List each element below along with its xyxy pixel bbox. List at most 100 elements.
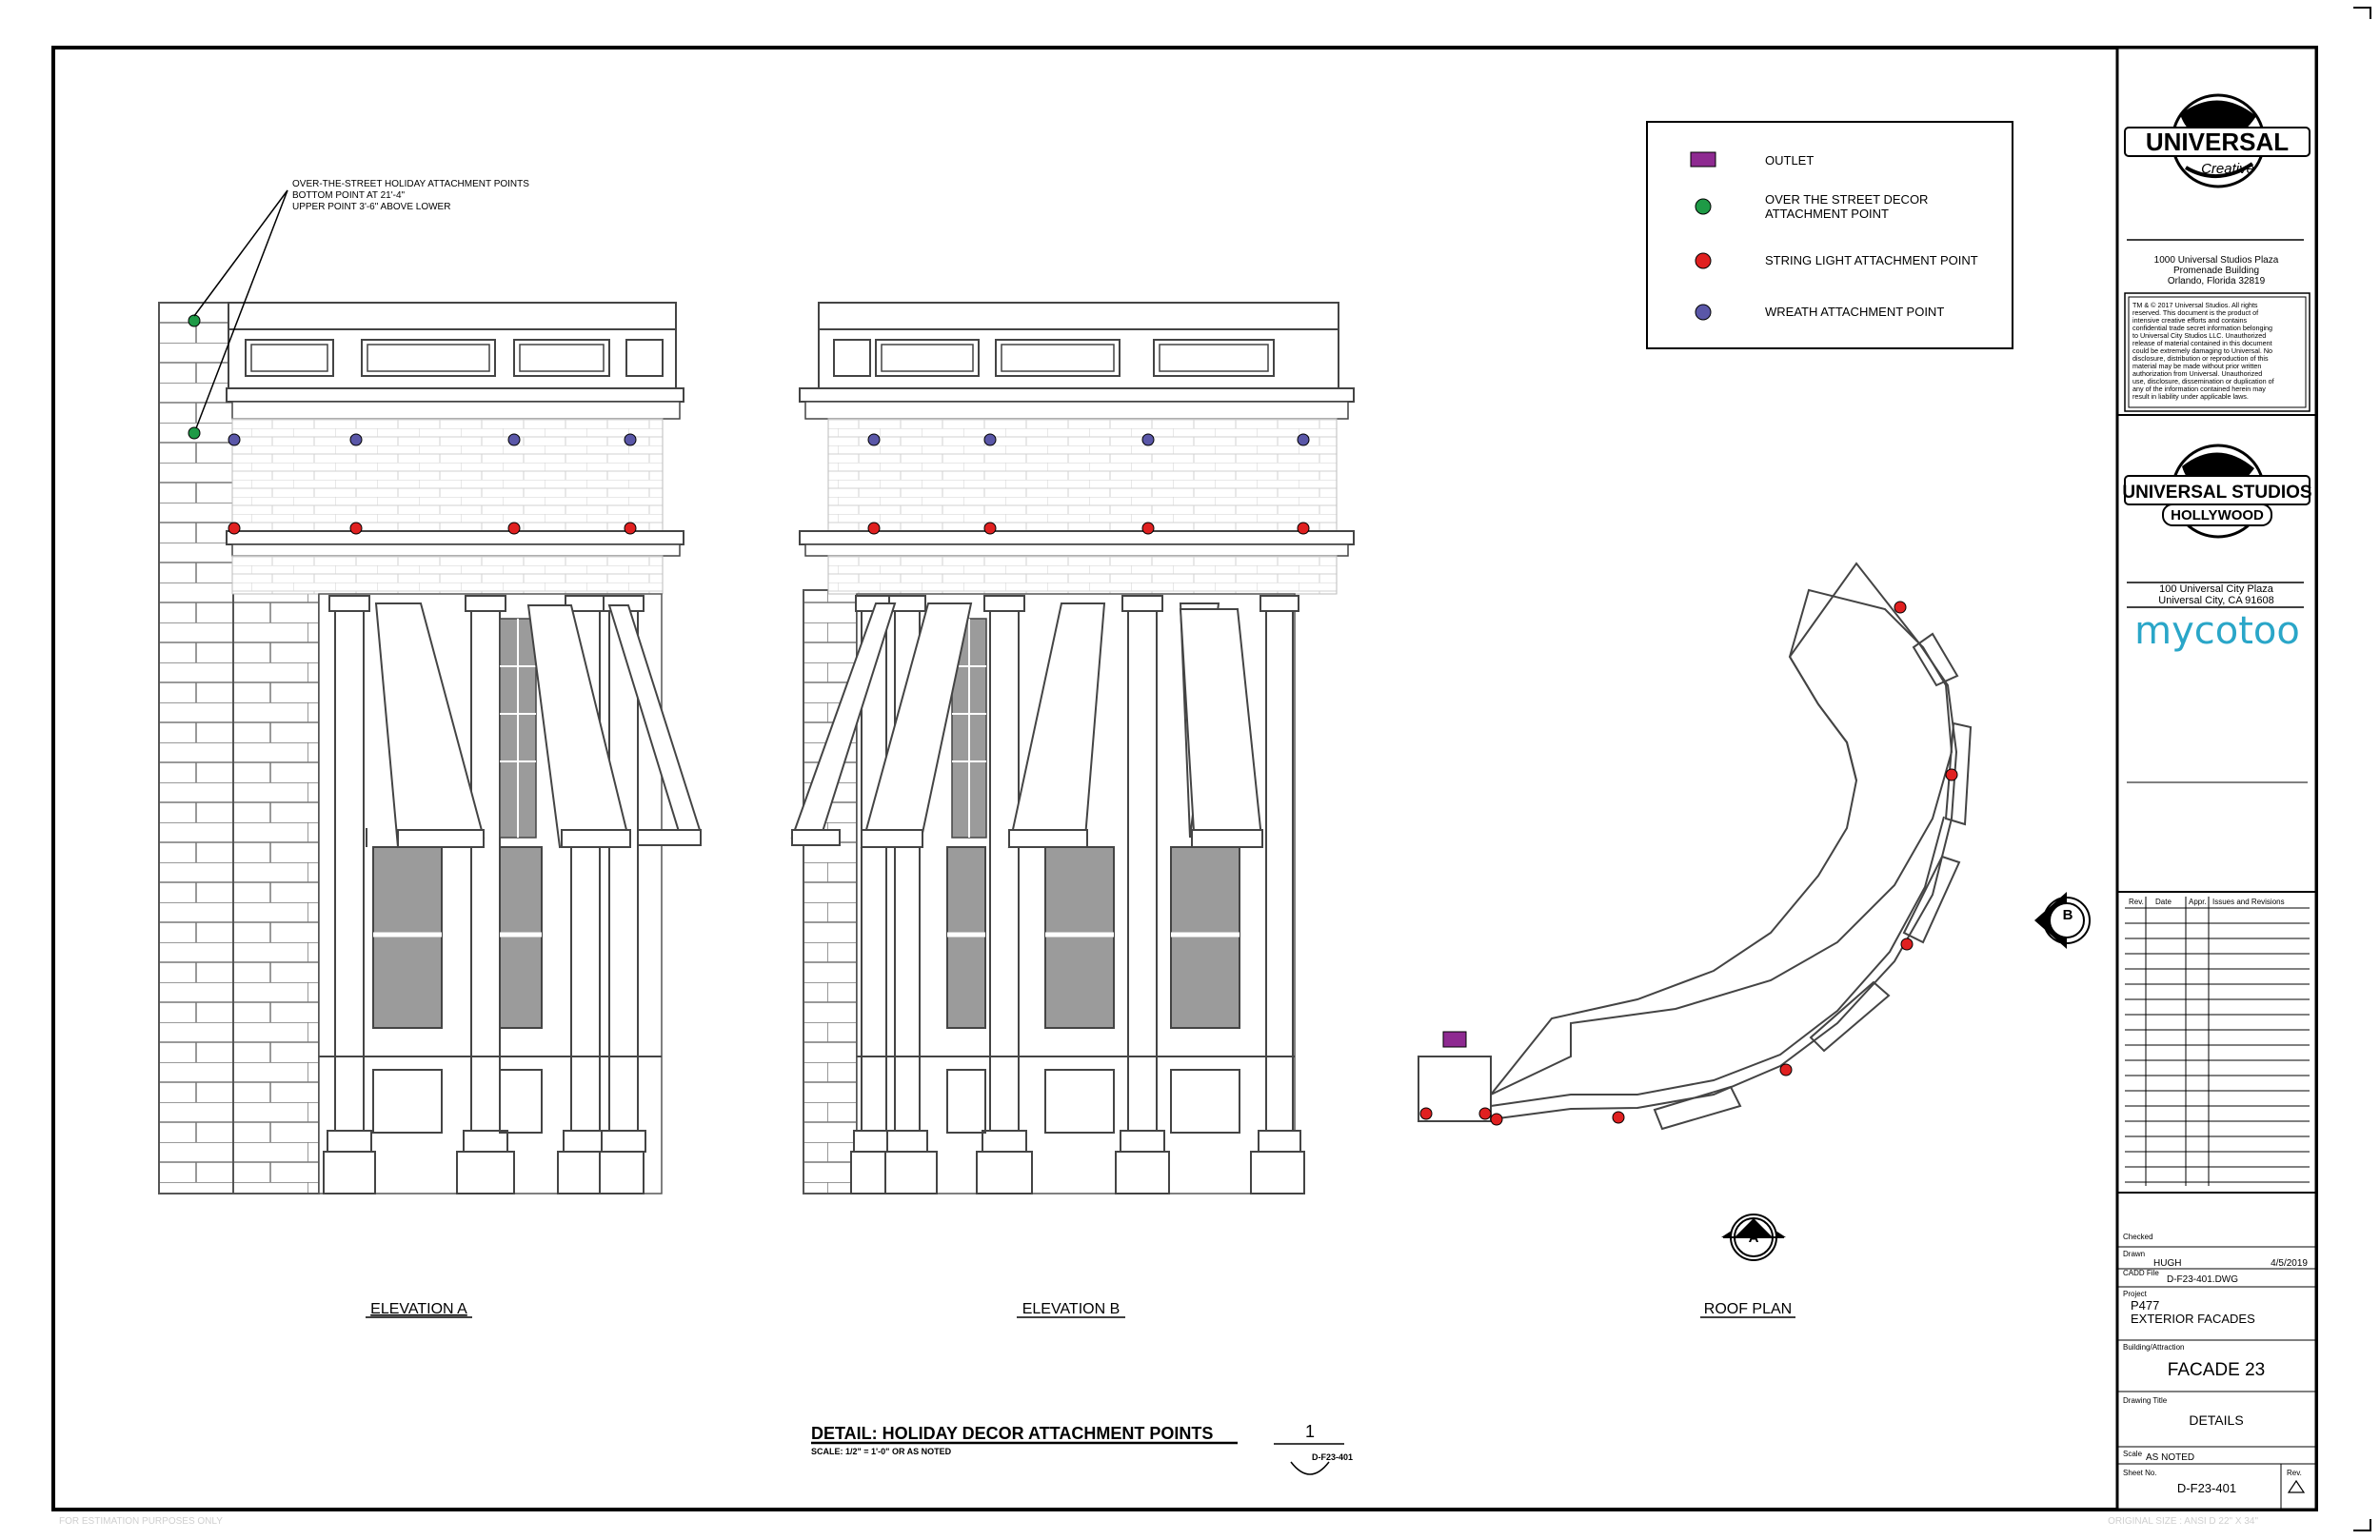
- elevation-b-markers: [867, 433, 1310, 535]
- over-street-point-upper: [188, 314, 201, 327]
- mycotoo-brand: mycotoo: [2134, 609, 2300, 653]
- string-light-point: [867, 522, 881, 535]
- wreath-point: [1297, 433, 1310, 446]
- studios-logo-word-2: HOLLYWOOD: [2171, 507, 2264, 523]
- detail-title: DETAIL: HOLIDAY DECOR ATTACHMENT POINTS: [811, 1424, 1213, 1443]
- roof-plan-drawing: [1418, 562, 1973, 1131]
- checked-label: Checked: [2123, 1233, 2153, 1241]
- crop-mark-top-right: [2353, 7, 2371, 19]
- drawn-label: Drawn: [2123, 1250, 2145, 1258]
- string-light-point: [1297, 522, 1310, 535]
- scale-value: AS NOTED: [2146, 1452, 2194, 1463]
- legend-over-street-swatch: [1695, 198, 1712, 215]
- svg-text:release of material contained: release of material contained in this do…: [2132, 339, 2272, 347]
- project-name: EXTERIOR FACADES: [2131, 1312, 2255, 1326]
- project-code: P477: [2131, 1298, 2159, 1313]
- roof-plan-markers: [1419, 601, 1958, 1126]
- creative-address-3: Orlando, Florida 32819: [2168, 276, 2266, 286]
- title-block: UNIVERSAL Creative 1000 Universal Studio…: [2115, 46, 2318, 1511]
- wreath-point: [867, 433, 881, 446]
- drawing-title: DETAILS: [2189, 1412, 2243, 1428]
- sheet-label: Sheet No.: [2123, 1469, 2157, 1477]
- rev-header-issues: Issues and Revisions: [2212, 898, 2285, 906]
- string-light-point: [1490, 1113, 1503, 1126]
- drawing-title-label: Drawing Title: [2123, 1396, 2168, 1405]
- string-light-point: [983, 522, 997, 535]
- string-light-point: [1945, 768, 1958, 781]
- cadd-label: CADD File: [2123, 1269, 2159, 1277]
- string-light-point: [1419, 1107, 1433, 1120]
- legend-over-street-label-1: OVER THE STREET DECOR: [1765, 192, 1928, 207]
- wreath-point: [1141, 433, 1155, 446]
- legend-wreath-label: WREATH ATTACHMENT POINT: [1765, 305, 1944, 319]
- drawing-date: 4/5/2019: [2271, 1258, 2308, 1269]
- wreath-point: [624, 433, 637, 446]
- svg-text:to Universal City Studios LLC.: to Universal City Studios LLC. Unauthori…: [2132, 331, 2266, 340]
- marker-b-letter: B: [2063, 907, 2073, 923]
- creative-address-1: 1000 Universal Studios Plaza: [2154, 255, 2279, 266]
- svg-text:could be extremely damaging to: could be extremely damaging to Universal…: [2132, 346, 2272, 355]
- footer-original-size: ORIGINAL SIZE : ANSI D 22" X 34": [2108, 1516, 2258, 1527]
- section-marker-a: [1721, 1214, 1786, 1261]
- building-label: Building/Attraction: [2123, 1343, 2184, 1352]
- over-street-point-lower: [188, 426, 201, 440]
- detail-sheet-ref: D-F23-401: [1312, 1452, 1353, 1462]
- legend-over-street-label-2: ATTACHMENT POINT: [1765, 207, 1889, 221]
- string-light-point: [624, 522, 637, 535]
- rev-header-rev: Rev.: [2129, 898, 2144, 906]
- svg-text:disclosure, distribution or re: disclosure, distribution or reproduction…: [2132, 354, 2269, 363]
- building-name: FACADE 23: [2168, 1360, 2265, 1380]
- rev-header-appr: Appr.: [2189, 898, 2207, 906]
- scale-label: Scale: [2123, 1450, 2143, 1458]
- legend-outlet-label: OUTLET: [1765, 153, 1814, 168]
- wreath-point: [228, 433, 241, 446]
- elevation-b-drawing: [790, 302, 1355, 1194]
- string-light-point: [349, 522, 363, 535]
- svg-text:intensive creative efforts and: intensive creative efforts and contains: [2132, 316, 2248, 325]
- elevation-a-drawing: [158, 302, 702, 1194]
- project-label: Project: [2123, 1290, 2148, 1298]
- sheet-number: D-F23-401: [2177, 1481, 2236, 1495]
- svg-text:result in liability under appl: result in liability under applicable law…: [2132, 392, 2249, 401]
- universal-creative-logo: [2124, 93, 2311, 188]
- callout-leader: [193, 189, 288, 429]
- elevation-a-title: ELEVATION A: [370, 1301, 467, 1317]
- drawn-by: HUGH: [2153, 1258, 2181, 1269]
- elevation-a-markers: [188, 314, 637, 535]
- creative-logo-script: Creative: [2201, 161, 2254, 177]
- callout-line-1: OVER-THE-STREET HOLIDAY ATTACHMENT POINT…: [292, 179, 529, 189]
- string-light-point: [1894, 601, 1907, 614]
- svg-text:any of the information contain: any of the information contained herein …: [2132, 385, 2266, 393]
- revisions-table: [2125, 897, 2310, 1186]
- rev-header-date: Date: [2155, 898, 2172, 906]
- wreath-point: [507, 433, 521, 446]
- footer-estimation: FOR ESTIMATION PURPOSES ONLY: [59, 1516, 223, 1527]
- legend-outlet-swatch: [1690, 151, 1716, 168]
- crop-mark-bottom-right: [2353, 1519, 2371, 1531]
- svg-text:confidential trade secret info: confidential trade secret information be…: [2132, 324, 2272, 332]
- rev-label: Rev.: [2287, 1469, 2302, 1477]
- detail-bracket: [1290, 1461, 1330, 1475]
- svg-text:use, disclosure, dissemination: use, disclosure, dissemination or duplic…: [2132, 377, 2274, 385]
- studios-address-1: 100 Universal City Plaza: [2159, 583, 2274, 595]
- string-light-point: [1612, 1111, 1625, 1124]
- marker-a-letter: A: [1749, 1230, 1759, 1246]
- string-light-point: [507, 522, 521, 535]
- cadd-file: D-F23-401.DWG: [2167, 1274, 2238, 1285]
- string-light-point: [228, 522, 241, 535]
- svg-text:TM & © 2017 Universal Studios.: TM & © 2017 Universal Studios. All right…: [2132, 301, 2258, 309]
- legend-string-light-swatch: [1695, 252, 1712, 269]
- disclaimer-text: TM & © 2017 Universal Studios. All right…: [2132, 301, 2274, 401]
- svg-text:reserved. This document is the: reserved. This document is the product o…: [2132, 308, 2258, 317]
- section-marker-b: [2034, 892, 2091, 949]
- string-light-point: [1478, 1107, 1492, 1120]
- roof-plan-title: ROOF PLAN: [1704, 1301, 1792, 1317]
- universal-studios-hollywood-logo: [2124, 444, 2311, 539]
- creative-address-2: Promenade Building: [2173, 266, 2259, 276]
- string-light-point: [1900, 938, 1914, 951]
- studios-logo-word-1: UNIVERSAL STUDIOS: [2122, 483, 2311, 503]
- callout-line-2: BOTTOM POINT AT 21'-4": [292, 190, 406, 201]
- wreath-point: [349, 433, 363, 446]
- legend-wreath-swatch: [1695, 304, 1712, 321]
